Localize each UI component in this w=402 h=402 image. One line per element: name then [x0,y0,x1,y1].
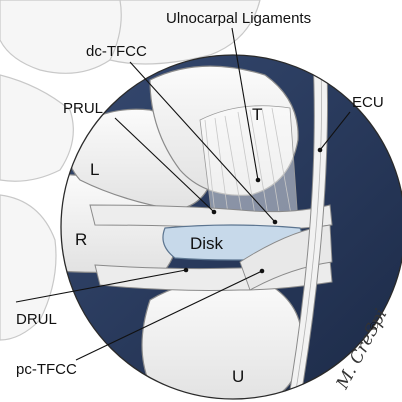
dorsal-ligament-band [89,204,333,230]
leader-prul [114,117,215,213]
leader-drul [15,269,187,303]
triquetrum-bone [149,65,299,196]
leader-dot-dc-tfcc [272,219,278,225]
ecu-tendon-line [293,55,322,399]
label-prul: PRUL [63,100,103,117]
ulna-bone [141,279,303,399]
leader-dot-ulnocarpal [255,177,261,183]
leader-pc-tfcc [75,270,263,361]
label-u: U [232,367,244,386]
label-pc-tfcc: pc-TFCC [16,361,77,378]
label-disk: Disk [190,234,224,253]
label-l: L [90,160,99,179]
ulnocarpal-fibres [204,107,293,221]
ulnocarpal-ligament-sheet [199,105,299,223]
label-drul: DRUL [16,311,57,328]
leader-ulnocarpal [231,27,259,181]
leader-ecu [319,111,351,151]
background-sketch [0,0,261,341]
leader-dot-ecu [317,147,323,153]
view-circle-outline [60,54,402,400]
label-ulnocarpal-ligaments: Ulnocarpal Ligaments [166,10,311,27]
label-dc-tfcc: dc-TFCC [86,43,147,60]
label-ecu: ECU [352,94,384,111]
copyright-mark: © [370,321,378,333]
label-r: R [75,230,87,249]
leader-dot-prul [211,209,217,215]
ecu-tendon [287,55,329,399]
label-t: T [252,105,262,124]
leader-dot-drul [183,267,189,273]
leader-dot-pc-tfcc [259,268,265,274]
leader-dc-tfcc [129,61,276,223]
